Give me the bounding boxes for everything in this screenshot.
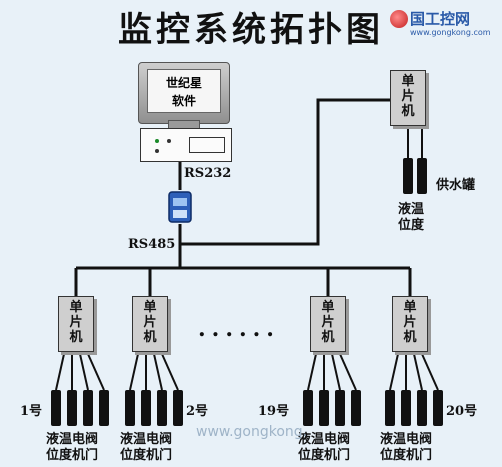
unit1-wire-a [55,353,65,391]
indicator-led-icon [155,149,159,153]
controller-label-char: 机 [321,330,335,345]
controller-label-char: 机 [69,330,83,345]
monitor: 世纪星 软件 [138,62,230,130]
unit-1-caption-2: 位度机门 [46,448,99,463]
unit-1-sensor-icon [51,390,61,426]
ellipsis: ...... [198,316,280,342]
monitor-frame: 世纪星 软件 [138,62,230,124]
tank-sensor-label-1: 液温 [398,202,425,217]
monitor-screen: 世纪星 软件 [147,69,221,113]
unit-2-sensor-icon [125,390,135,426]
unit19-wire-a [307,353,317,391]
unit-19-number: 19号 [258,404,290,419]
software-name: 世纪星 [165,76,202,90]
unit1-wire-d [87,353,105,391]
unit-20-sensor-icon [433,390,443,426]
unit-20-controller-box: 单 片 机 [392,296,428,352]
controller-label-char: 机 [143,330,157,345]
unit19-wire-d [339,353,357,391]
controller-label-char: 片 [403,315,417,330]
tank-label: 供水罐 [436,178,476,193]
tank-controller-box: 单 片 机 [390,70,426,126]
rs485-label: RS485 [128,237,176,252]
controller-label-char: 机 [403,330,417,345]
unit-19-controller-box: 单 片 机 [310,296,346,352]
unit2-wire-c [153,353,163,391]
unit-20-sensor-icon [385,390,395,426]
unit19-wire-c [331,353,341,391]
controller-label-char: 片 [321,315,335,330]
unit-2-caption-1: 液温电阀 [120,432,173,447]
unit-20-number: 20号 [446,404,478,419]
unit20-wire-a [389,353,399,391]
tank-temperature-sensor-icon [417,158,427,194]
controller-label-char: 片 [69,315,83,330]
unit1-wire-c [79,353,89,391]
logo-icon [390,10,408,28]
power-led-icon [155,139,159,143]
unit-2-sensor-icon [157,390,167,426]
controller-label-char: 片 [143,315,157,330]
unit-20-caption-1: 液温电阀 [380,432,433,447]
rs232-label: RS232 [184,166,232,181]
unit-1-sensor-icon [83,390,93,426]
unit-19-caption-2: 位度机门 [298,448,351,463]
controller-label-char: 单 [69,300,83,315]
logo-text: 国工控网 [410,10,471,28]
unit20-wire-d [421,353,439,391]
unit-20-sensor-icon [417,390,427,426]
tank-link-line [180,98,392,246]
tank-sensor-label-2: 位度 [398,218,425,233]
unit-20-caption-2: 位度机门 [380,448,433,463]
unit2-wire-d [161,353,179,391]
unit-1-sensor-icon [67,390,77,426]
unit-19-sensor-icon [335,390,345,426]
converter-icon [168,191,192,223]
unit-2-number: 2号 [186,404,209,419]
unit-1-number: 1号 [20,404,43,419]
tank-level-sensor-icon [403,158,413,194]
software-label: 软件 [171,94,196,108]
unit20-wire-c [413,353,423,391]
unit-2-caption-2: 位度机门 [120,448,173,463]
controller-label-char: 片 [401,89,415,104]
unit-19-sensor-icon [303,390,313,426]
unit-2-sensor-icon [173,390,183,426]
unit-19-caption-1: 液温电阀 [298,432,351,447]
controller-label-char: 机 [401,104,415,119]
unit-2-sensor-icon [141,390,151,426]
unit2-wire-a [129,353,139,391]
disk-led-icon [167,139,171,143]
unit-1-caption-1: 液温电阀 [46,432,99,447]
watermark: www.gongkong. [196,424,308,440]
controller-label-char: 单 [403,300,417,315]
controller-label-char: 单 [143,300,157,315]
logo: 国工控网 www.gongkong.com [388,4,500,40]
controller-label-char: 单 [401,74,415,89]
page-title: 监控系统拓扑图 [118,10,384,50]
logo-url: www.gongkong.com [410,28,491,37]
unit-1-controller-box: 单 片 机 [58,296,94,352]
unit-1-sensor-icon [99,390,109,426]
unit-19-sensor-icon [319,390,329,426]
unit-20-sensor-icon [401,390,411,426]
unit-2-controller-box: 单 片 机 [132,296,168,352]
drive-slot [189,137,225,153]
computer-case [140,128,232,162]
controller-label-char: 单 [321,300,335,315]
unit-19-sensor-icon [351,390,361,426]
